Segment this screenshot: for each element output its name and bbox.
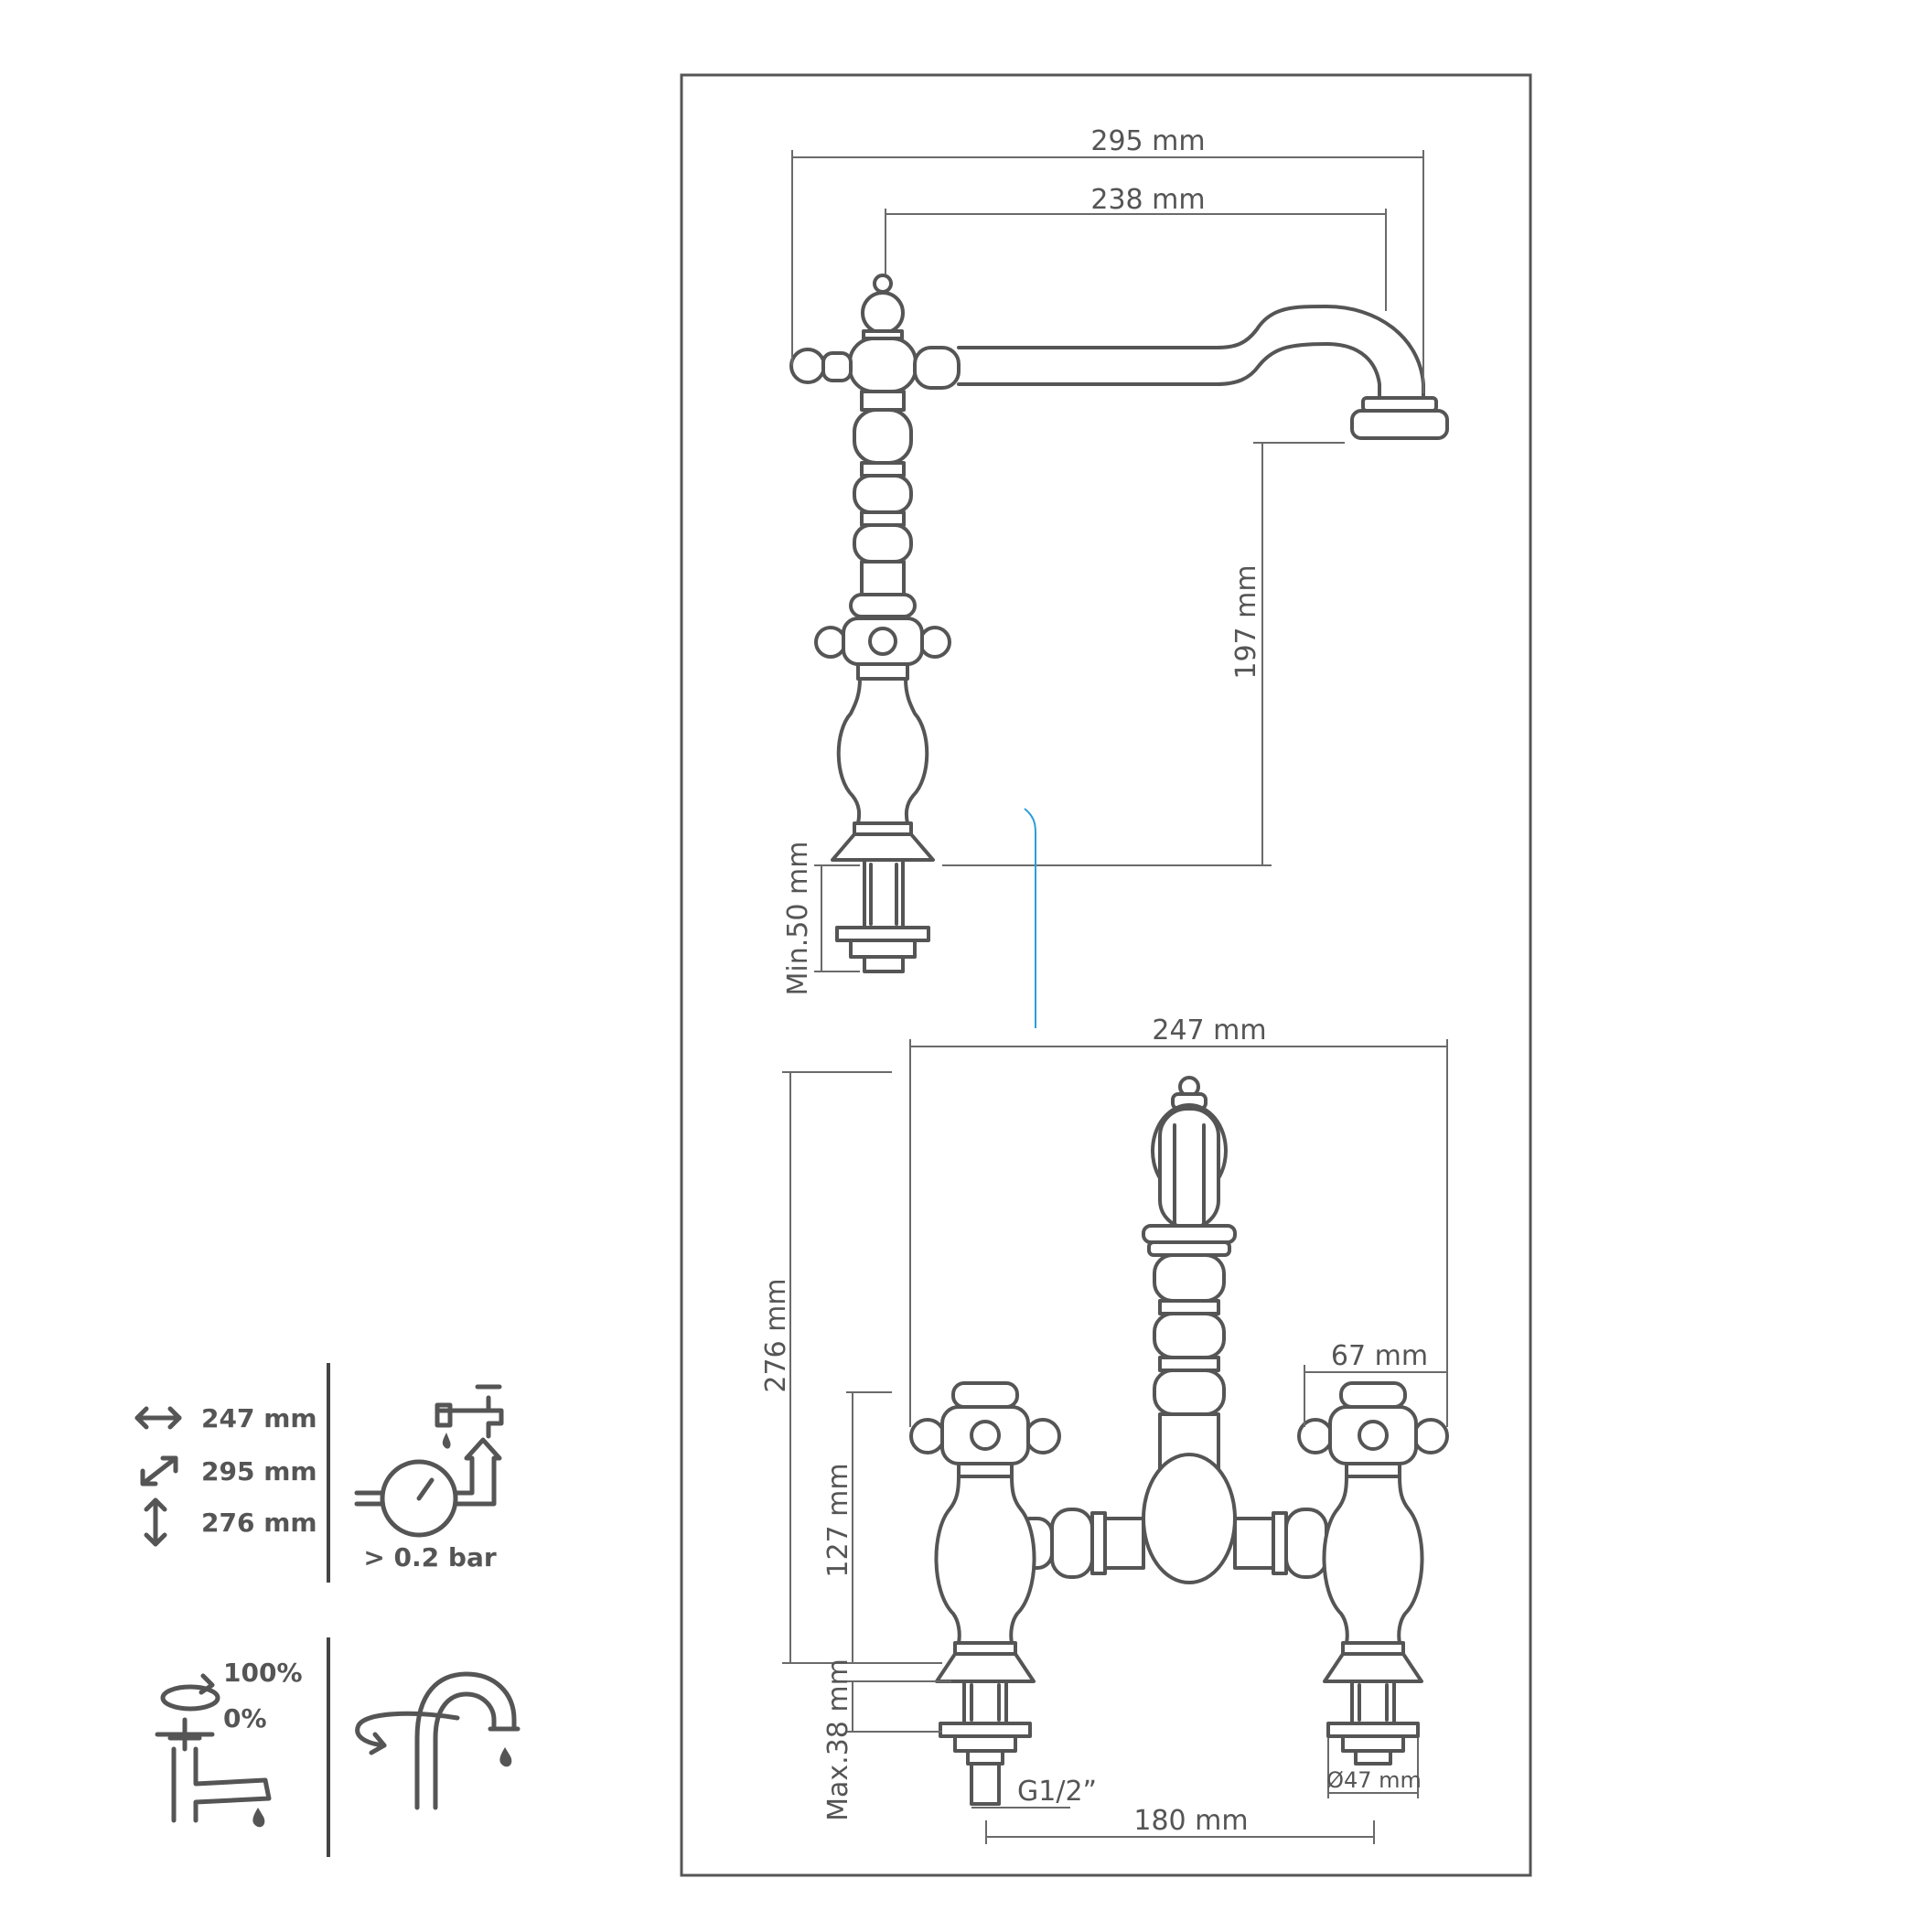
spec-width-text: 247 mm bbox=[201, 1403, 317, 1433]
front-view-faucet bbox=[909, 1076, 1449, 1806]
dim-197-label: 197 mm bbox=[1230, 564, 1262, 679]
spec-height-text: 276 mm bbox=[201, 1508, 317, 1538]
spec-rotation-min-text: 0% bbox=[223, 1703, 267, 1733]
dim-67-label: 67 mm bbox=[1331, 1340, 1428, 1372]
front-view-dimensions bbox=[782, 1039, 1448, 1844]
faucet-icon bbox=[155, 1717, 272, 1828]
dim-238-label: 238 mm bbox=[1090, 184, 1205, 216]
dim-295-label: 295 mm bbox=[1090, 125, 1205, 157]
swivel-spout-icon bbox=[355, 1671, 521, 1810]
height-arrow-icon bbox=[144, 1497, 167, 1547]
dim-276-label: 276 mm bbox=[760, 1278, 792, 1392]
width-arrow-icon bbox=[134, 1406, 182, 1430]
dim-g12-label: G1/2” bbox=[1017, 1776, 1097, 1808]
dim-127-label: 127 mm bbox=[822, 1463, 854, 1577]
accent-line bbox=[1024, 808, 1036, 1028]
rotation-icon bbox=[160, 1673, 220, 1712]
dim-d47-label: Ø47 mm bbox=[1326, 1767, 1422, 1793]
depth-arrow-icon bbox=[140, 1455, 178, 1487]
spec-rotation-max-text: 100% bbox=[223, 1658, 303, 1688]
spec-pressure-text: > 0.2 bar bbox=[363, 1542, 496, 1572]
dim-max38-label: Max.38 mm bbox=[822, 1658, 854, 1821]
side-view-dimensions bbox=[791, 150, 1424, 972]
dim-min50-label: Min.50 mm bbox=[782, 842, 814, 996]
spec-depth-text: 295 mm bbox=[201, 1456, 317, 1487]
spec-icons-panel bbox=[134, 1363, 521, 1857]
side-view-faucet bbox=[789, 274, 1449, 973]
dim-247-label: 247 mm bbox=[1152, 1014, 1266, 1046]
pressure-gauge-icon bbox=[354, 1384, 504, 1538]
dim-180-label: 180 mm bbox=[1133, 1805, 1248, 1837]
drawing-frame bbox=[680, 73, 1532, 1877]
